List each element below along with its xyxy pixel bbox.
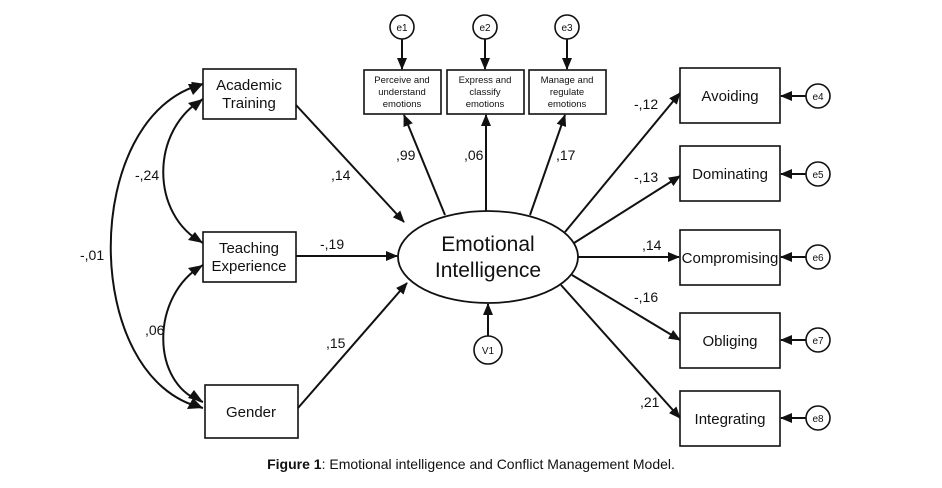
manage-label-1: Manage and bbox=[541, 75, 594, 86]
arrow-ei-avoiding bbox=[564, 92, 681, 233]
coef-cov-academic-gender: -,01 bbox=[80, 247, 104, 263]
figure-caption-text: : Emotional intelligence and Conflict Ma… bbox=[321, 456, 675, 472]
express-label-1: Express and bbox=[459, 75, 512, 86]
arrow-ei-dominating bbox=[573, 175, 681, 244]
coef-ei-compromising: ,14 bbox=[642, 237, 662, 253]
manage-label-3: emotions bbox=[548, 99, 587, 110]
e6-label: e6 bbox=[812, 253, 824, 264]
teaching-experience-label-2: Experience bbox=[211, 258, 286, 275]
cov-arrowhead bbox=[187, 398, 203, 409]
cov-academic-gender-curve bbox=[109, 81, 204, 409]
express-label-2: classify bbox=[469, 87, 500, 98]
gender-label: Gender bbox=[226, 404, 276, 421]
emotional-intelligence-ellipse bbox=[397, 210, 579, 304]
coef-ei-manage: ,17 bbox=[556, 147, 576, 163]
arrow-academic-ei bbox=[295, 104, 405, 223]
arrow-ei-integrating bbox=[560, 284, 681, 419]
academic-training-label-2: Training bbox=[222, 95, 276, 112]
coef-academic-ei: ,14 bbox=[331, 167, 351, 183]
cov-arrowhead bbox=[188, 84, 203, 95]
coef-cov-academic-teaching: -,24 bbox=[135, 167, 159, 183]
avoiding-box bbox=[679, 67, 781, 124]
perceive-label-3: emotions bbox=[383, 99, 422, 110]
cov-arrowhead bbox=[188, 99, 203, 111]
dominating-box bbox=[679, 145, 781, 202]
cov-arrowhead bbox=[188, 265, 203, 276]
coef-ei-dominating: -,13 bbox=[634, 169, 658, 185]
figure-caption-label: Figure 1 bbox=[267, 456, 322, 472]
arrow-ei-obliging bbox=[571, 274, 681, 341]
integrating-label: Integrating bbox=[695, 411, 766, 428]
ei-label-2: Intelligence bbox=[435, 259, 541, 282]
perceive-box bbox=[363, 69, 442, 115]
cov-teaching-gender-curve bbox=[162, 264, 204, 403]
academic-training-box bbox=[202, 68, 297, 120]
dominating-label: Dominating bbox=[692, 166, 768, 183]
coef-ei-perceive: ,99 bbox=[396, 147, 416, 163]
e7-label: e7 bbox=[812, 336, 824, 347]
cov-arrowhead bbox=[188, 232, 203, 243]
express-label-3: emotions bbox=[466, 99, 505, 110]
e1-label: e1 bbox=[396, 23, 408, 34]
cov-arrowhead bbox=[188, 390, 203, 402]
e2-label: e2 bbox=[479, 23, 491, 34]
coef-ei-express: ,06 bbox=[464, 147, 484, 163]
e5-label: e5 bbox=[812, 170, 824, 181]
gender-box bbox=[204, 384, 299, 439]
arrow-ei-perceive bbox=[403, 114, 446, 216]
obliging-label: Obliging bbox=[702, 333, 757, 350]
e3-label: e3 bbox=[561, 23, 573, 34]
coef-gender-ei: ,15 bbox=[326, 335, 346, 351]
compromising-label: Compromising bbox=[682, 250, 779, 267]
manage-label-2: regulate bbox=[550, 87, 584, 98]
cov-academic-teaching-curve bbox=[162, 98, 204, 244]
e4-label: e4 bbox=[812, 92, 824, 103]
v1-label: V1 bbox=[482, 346, 495, 357]
coef-ei-obliging: -,16 bbox=[634, 289, 658, 305]
e8-label: e8 bbox=[812, 414, 824, 425]
coef-teaching-ei: -,19 bbox=[320, 236, 344, 252]
perceive-label-2: understand bbox=[378, 87, 426, 98]
arrow-gender-ei bbox=[297, 282, 408, 409]
arrow-ei-manage bbox=[529, 114, 567, 216]
coef-ei-avoiding: -,12 bbox=[634, 96, 658, 112]
avoiding-label: Avoiding bbox=[701, 88, 758, 105]
coef-ei-integrating: ,21 bbox=[640, 394, 660, 410]
teaching-experience-box bbox=[202, 231, 297, 283]
academic-training-label-1: Academic bbox=[216, 77, 282, 94]
manage-box bbox=[528, 69, 607, 115]
coef-cov-teaching-gender: ,06 bbox=[145, 322, 165, 338]
perceive-label-1: Perceive and bbox=[374, 75, 429, 86]
ei-label-1: Emotional bbox=[441, 233, 534, 256]
teaching-experience-label-1: Teaching bbox=[219, 240, 279, 257]
figure-caption: Figure 1: Emotional intelligence and Con… bbox=[0, 456, 942, 472]
